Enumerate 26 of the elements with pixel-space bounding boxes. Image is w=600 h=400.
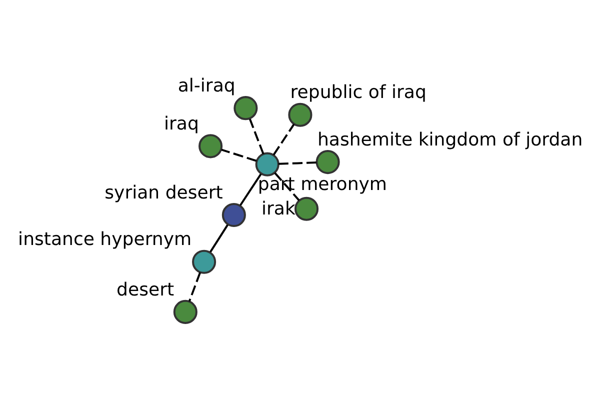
node-circle [173, 300, 198, 324]
node-label: part meronym [258, 174, 388, 195]
connector [221, 148, 257, 162]
connector [274, 172, 300, 201]
node-label: irak [262, 198, 296, 220]
node-label: instance hypernym [18, 229, 192, 250]
node-label: iraq [164, 114, 199, 135]
node-label: desert [116, 279, 174, 300]
node-circle [198, 134, 223, 158]
node-circle [288, 102, 312, 127]
connector [278, 161, 317, 165]
connector [240, 174, 262, 206]
connector [249, 118, 264, 154]
node-label: republic of iraq [290, 82, 426, 104]
connector [188, 272, 202, 302]
connector [272, 124, 295, 156]
node-circle [222, 203, 246, 228]
node-label: al-iraq [178, 75, 236, 96]
node-label: hashemite kingdom of jordan [318, 129, 583, 150]
node-circle [316, 150, 340, 174]
connector [210, 224, 228, 252]
node-circle [234, 96, 258, 120]
node-circle [255, 152, 280, 176]
node-circle [294, 196, 319, 221]
node-circle [192, 250, 216, 274]
node-label: syrian desert [104, 182, 223, 204]
